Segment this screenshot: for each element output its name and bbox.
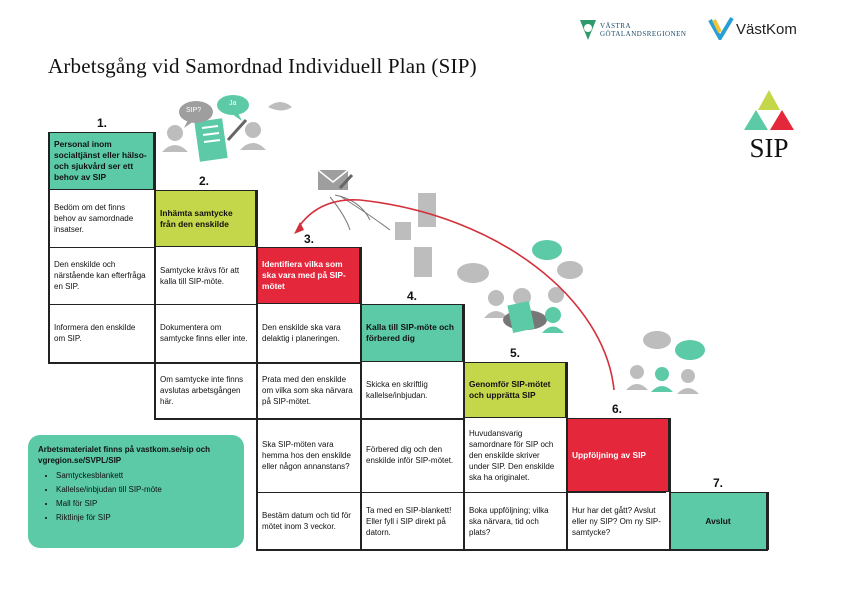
sip-logo: SIP xyxy=(742,88,796,168)
arrow-head-icon xyxy=(294,222,304,234)
step-3-cell: Ska SIP-möten vara hemma hos den enskild… xyxy=(262,439,351,471)
materials-list: Samtyckesblankett Kallelse/inbjudan till… xyxy=(38,470,234,523)
step-6-cell: Hur har det gått? Avslut eller ny SIP? O… xyxy=(572,505,661,537)
step-1-cell: Informera den enskilde om SIP. xyxy=(54,323,136,343)
building-icon xyxy=(395,193,436,277)
document-icon xyxy=(194,118,228,162)
step-3-header: Identifiera vilka som ska vara med på SI… xyxy=(256,247,360,304)
speech-bubble-icon xyxy=(217,95,249,121)
step-2-header: Inhämta samtycke från den enskilde xyxy=(154,190,256,247)
speech-sip-text: SIP? xyxy=(186,107,202,114)
pen-icon xyxy=(338,173,354,190)
materials-item: Samtyckesblankett xyxy=(56,470,234,481)
step-6-header: Uppföljning av SIP xyxy=(566,418,669,492)
vgr-emblem-icon xyxy=(580,20,596,40)
speech-bubble-icon xyxy=(179,101,213,128)
step-2-cell: Samtycke krävs för att kalla till SIP-mö… xyxy=(160,265,240,286)
person-icon xyxy=(240,122,266,150)
step-5-header: Genomför SIP-mötet och upprätta SIP xyxy=(463,362,566,418)
speech-ja-text: Ja xyxy=(229,100,237,107)
step-1-cell: Bedöm om det finns behov av samordnade i… xyxy=(54,203,134,234)
follow-up-group-icon xyxy=(626,331,705,394)
step-4-cell: Ta med en SIP-blankett! Eller fyll i SIP… xyxy=(366,505,452,537)
materials-item: Kallelse/inbjudan till SIP-möte xyxy=(56,484,234,495)
step-4-cell: Skicka en skriftlig kallelse/inbjudan. xyxy=(366,380,428,400)
step-4-number: 4. xyxy=(406,289,417,303)
small-bubble-icon xyxy=(268,102,292,111)
page-title: Arbetsgång vid Samordnad Individuell Pla… xyxy=(48,54,477,78)
step-5-cell: Huvudansvarig samordnare för SIP och den… xyxy=(469,428,555,482)
step-2-cell: Dokumentera om samtycke finns eller inte… xyxy=(160,323,248,343)
follow-up-arrow xyxy=(297,199,615,391)
step-2-cell: Om samtycke inte finns avslutas arbetsgå… xyxy=(160,374,244,406)
step-6-number: 6. xyxy=(611,402,622,416)
materials-item: Riktlinje för SIP xyxy=(56,512,234,523)
flow-line xyxy=(339,195,391,231)
sip-people-icon xyxy=(744,90,794,130)
flow-line xyxy=(334,194,371,221)
vgr-logo-text: VÄSTRA GÖTALANDSREGIONEN xyxy=(600,22,687,38)
meeting-group-icon xyxy=(457,240,583,333)
step-7-number: 7. xyxy=(712,476,723,490)
pen-icon xyxy=(226,118,248,142)
step-5-cell: Boka uppföljning; vilka ska närvara, tid… xyxy=(469,505,549,537)
step-1-cell: Den enskilde och närstående kan efterfrå… xyxy=(54,260,146,291)
step-1-header: Personal inom socialtjänst eller hälso- … xyxy=(48,132,154,190)
step-1-number: 1. xyxy=(96,116,107,130)
materials-item: Mall för SIP xyxy=(56,498,234,509)
vastkom-logo-text: VästKom xyxy=(736,21,797,38)
flow-line xyxy=(329,196,351,231)
step-3-number: 3. xyxy=(303,232,314,246)
vastkom-checkmark-icon xyxy=(708,16,734,42)
step-3-cell: Prata med den enskilde om vilka som ska … xyxy=(262,374,353,406)
person-icon xyxy=(162,125,188,152)
step-5-number: 5. xyxy=(509,346,520,360)
envelope-icon xyxy=(317,169,349,190)
step-3-cell: Bestäm datum och tid för mötet inom 3 ve… xyxy=(262,511,351,531)
step-4-cell: Förbered dig och den enskilde inför SIP-… xyxy=(366,445,454,465)
materials-heading: Arbetsmaterialet finns på vastkom.se/sip… xyxy=(38,445,211,465)
sip-logo-text: SIP xyxy=(749,133,789,163)
step-7-header: Avslut xyxy=(669,492,767,550)
step-2-number: 2. xyxy=(198,174,209,188)
step-4-header: Kalla till SIP-möte och förbered dig xyxy=(360,304,463,362)
vastkom-logo: VästKom xyxy=(708,16,808,46)
vgr-logo: VÄSTRA GÖTALANDSREGIONEN xyxy=(578,18,690,46)
materials-info-box: Arbetsmaterialet finns på vastkom.se/sip… xyxy=(28,435,244,548)
step-3-cell: Den enskilde ska vara delaktig i planeri… xyxy=(262,323,341,343)
